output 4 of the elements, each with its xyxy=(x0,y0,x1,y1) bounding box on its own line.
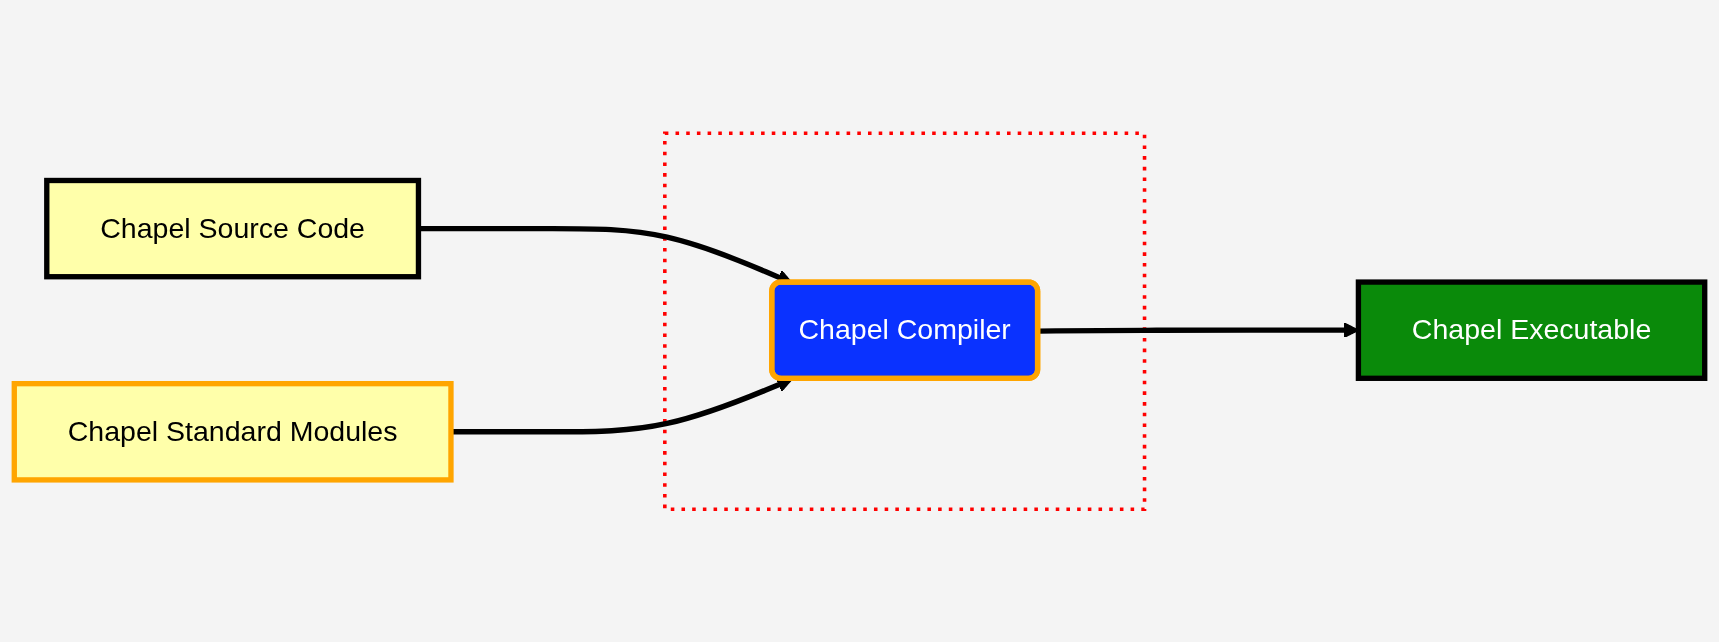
node-box: Chapel Source Code xyxy=(44,177,422,280)
node-box: Chapel Executable xyxy=(1355,279,1708,381)
node-box: Chapel Standard Modules xyxy=(11,380,454,483)
cluster xyxy=(663,131,1147,511)
